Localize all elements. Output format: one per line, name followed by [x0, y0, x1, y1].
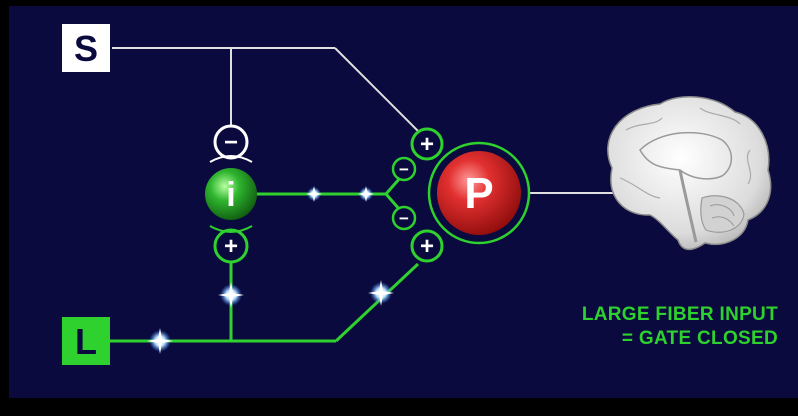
- minus-sign: −: [399, 160, 409, 179]
- spark-icon: [218, 282, 244, 308]
- interneuron-label: i: [226, 176, 235, 214]
- projection-neuron: P: [427, 141, 531, 245]
- projection-label: P: [464, 169, 493, 218]
- minus-sign: −: [399, 209, 409, 228]
- plus-sign: +: [420, 233, 434, 260]
- interneuron: i: [205, 168, 257, 220]
- projection-synapse-l-excitatory: +: [410, 229, 444, 263]
- interneuron-inhibitory-synapse: −: [209, 124, 253, 163]
- brain-icon: [607, 95, 772, 251]
- large-fiber-box: [62, 317, 110, 365]
- projection-synapse-s-excitatory: +: [410, 127, 444, 161]
- spark-icon: [368, 280, 394, 306]
- spark-icon: [306, 186, 322, 202]
- plus-sign: +: [420, 131, 434, 158]
- spark-icon: [358, 186, 374, 202]
- caption-line-1: LARGE FIBER INPUT: [581, 304, 778, 325]
- projection-synapse-inhibitory-bottom: −: [391, 205, 417, 231]
- caption-line-2: = GATE CLOSED: [621, 328, 778, 349]
- projection-synapse-inhibitory-top: −: [391, 156, 417, 182]
- gate-caption: LARGE FIBER INPUT = GATE CLOSED: [582, 303, 778, 351]
- small-fiber-box: [62, 24, 110, 72]
- minus-sign: −: [224, 129, 238, 156]
- large-fiber-label: L: [75, 321, 97, 362]
- interneuron-excitatory-synapse: +: [209, 225, 253, 264]
- spark-icon: [147, 328, 173, 354]
- plus-sign: +: [224, 233, 238, 260]
- small-fiber-label: S: [74, 28, 98, 69]
